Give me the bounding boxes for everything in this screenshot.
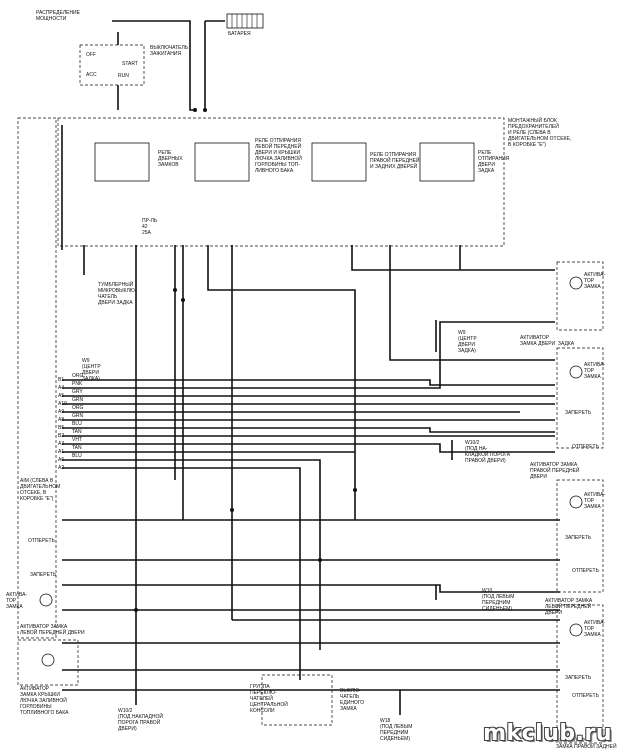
rear-switch-label: ТУМБЛЕРНЫЙ МИКРОВЫКЛЮ- ЧАТЕЛЬ ДВЕРИ ЗАДК… <box>98 282 137 306</box>
aim-wire-color: TAN <box>72 445 82 451</box>
aim-pin-a3: A3 <box>58 441 65 447</box>
ignition-off-label: OFF <box>86 52 96 58</box>
aim-pin-a5: A5 <box>58 393 65 399</box>
actuator-word-left: АКТИВА- ТОР ЗАМКА <box>6 592 28 610</box>
aim-pin-b5: B5 <box>58 425 65 431</box>
w10-2b-label: W10/2 (ПОД НАКЛАДНОЙ ПОРОГА ПРАВОЙ ДВЕРИ… <box>118 708 163 732</box>
aim-wire-color: GRN <box>72 397 84 403</box>
actuator-word-4: АКТИВА- ТОР ЗАМКА <box>584 620 606 638</box>
actuator-right-front-label: АКТИВАТОР ЗАМКА ПРАВОЙ ПЕРЕДНЕЙ ДВЕРИ <box>530 462 580 480</box>
relay-left-front-label: РЕЛЕ ОТПИРАНИЯ ЛЕВОЙ ПЕРЕДНЕЙ ДВЕРИ И КР… <box>255 138 302 174</box>
w10-label: W10 (ПОД ЛЕВЫМ ПЕРЕДНИМ СИДЕНЬЕМ) <box>482 588 515 612</box>
battery-label: БАТАРЕЯ <box>228 31 251 37</box>
lock-label-2: ЗАПЕРЕТЬ <box>565 535 592 541</box>
actuator-right-rear-label: АКТИВАТОР ЗАМКА ПРАВОЙ ЗАДНЕЙ <box>556 738 617 750</box>
central-switch-label: ВЫКЛЮ- ЧАТЕЛЬ ЕДИНОГО ЗАМКА <box>340 688 365 712</box>
aim-wire-color: VHT <box>72 437 82 443</box>
unlock-label-1: ОТПЕРЕТЬ <box>572 444 599 450</box>
aim-pin-a1: A1 <box>58 449 65 455</box>
ignition-switch-label: ВЫКЛЮЧАТЕЛЬ ЗАЖИГАНИЯ <box>150 45 189 57</box>
unlock-label-2: ОТПЕРЕТЬ <box>572 568 599 574</box>
lock-label-3: ЗАПЕРЕТЬ <box>565 675 592 681</box>
fuel-actuator-label: АКТИВАТОР ЗАМКА КРЫШКИ ЛЮЧКА ЗАЛИВНОЙ ГО… <box>20 686 69 716</box>
aim-pin-b2: B2 <box>58 433 65 439</box>
wire-lines <box>61 20 560 715</box>
aim-wire-color: ORG <box>72 405 84 411</box>
ignition-acc-label: ACC <box>86 72 97 78</box>
aim-pin-a4: A4 <box>58 385 65 391</box>
aim-pin-b1: B1 <box>58 377 65 383</box>
unlock-label-3: ОТПЕРЕТЬ <box>572 693 599 699</box>
relay-right-front-label: РЕЛЕ ОТПИРАНИЯ ПРАВОЙ ПЕРЕДНЕЙ И ЗАДНИХ … <box>370 152 420 170</box>
aim-wire-color: BLU <box>72 421 82 427</box>
actuator-word-2: АКТИВА- ТОР ЗАМКА <box>584 362 606 380</box>
junction-dots <box>134 108 357 612</box>
aim-wire-color: GRN <box>72 413 84 419</box>
w10-2-label: W10/2 (ПОД НА- КЛАДКОЙ ПОРОГА ПРАВОЙ ДВЕ… <box>465 440 511 464</box>
actuator-word-1: АКТИВА- ТОР ЗАМКА <box>584 272 606 290</box>
actuator-left-front-right-label: АКТИВАТОР ЗАМКА ЛЕВОЙ ПЕРЕДНЕЙ ДВЕРИ <box>545 598 593 616</box>
aim-wire-color: ORG <box>72 373 84 379</box>
ignition-start-label: START <box>122 61 138 67</box>
aim-pin-a2: A2 <box>58 465 65 471</box>
aim-wire-color: BLU <box>72 453 82 459</box>
unlock-label-aim: ОТПЕРЕТЬ <box>28 538 55 544</box>
console-group-label: ГРУППА ПЕРЕКЛЮ- ЧАТЕЛЕЙ ЦЕНТРАЛЬНОЙ КОНС… <box>250 684 288 714</box>
fuse-block-label: МОНТАЖНЫЙ БЛОК ПРЕДОХРАНИТЕЛЕЙ И РЕЛЕ (С… <box>508 118 572 148</box>
watermark-logo: mkclub.ru <box>483 721 612 746</box>
aim-pin-a10: A10 <box>58 401 67 407</box>
aim-wire-color: TAN <box>72 429 82 435</box>
ignition-run-label: RUN <box>118 73 129 79</box>
ground-w9b-label: W9 (ЦЕНТР ДВЕРИ ЗАДКА) <box>458 330 477 354</box>
fuse-label: ПР-ЛЬ 42 25A <box>142 218 158 236</box>
actuator-word-3: АКТИВА- ТОР ЗАМКА <box>584 492 606 510</box>
relay-rear-label: РЕЛЕ ОТПИРАНИЯ ДВЕРИ ЗАДКА <box>478 150 510 174</box>
component-boxes <box>17 44 604 744</box>
actuator-rear-door-label: АКТИВАТОР ЗАМКА ДВЕРИ ЗАДКА <box>520 335 575 347</box>
aim-wire-color: PNK <box>72 381 83 387</box>
relay-door-label: РЕЛЕ ДВЕРНЫХ ЗАМКОВ <box>158 150 183 168</box>
ground-w9-label: W9 (ЦЕНТР ДВЕРИ ЗАДКА) <box>82 358 101 382</box>
relay-symbols <box>39 13 583 667</box>
w18-label: W18 (ПОД ЛЕВЫМ ПЕРЕДНИМ СИДЕНЬЕМ) <box>380 718 413 742</box>
aim-pin-a6: A6 <box>58 457 65 463</box>
aim-pin-a9: A9 <box>58 409 65 415</box>
power-distribution-label: РАСПРЕДЕЛЕНИЕ МОЩНОСТИ <box>36 10 80 22</box>
aim-label: AIM (СЛЕВА В ДВИГАТЕЛЬНОМ ОТСЕКЕ, В КОРО… <box>20 478 61 502</box>
aim-pin-a8: A8 <box>58 417 65 423</box>
actuator-left-front-label: АКТИВАТОР ЗАМКА ЛЕВОЙ ПЕРЕДНЕЙ ДВЕРИ <box>20 624 85 636</box>
aim-wire-color: GRY <box>72 389 83 395</box>
battery-cells <box>231 14 258 28</box>
lock-label-aim: ЗАПЕРЕТЬ <box>30 572 57 578</box>
lock-label-1: ЗАПЕРЕТЬ <box>565 410 592 416</box>
